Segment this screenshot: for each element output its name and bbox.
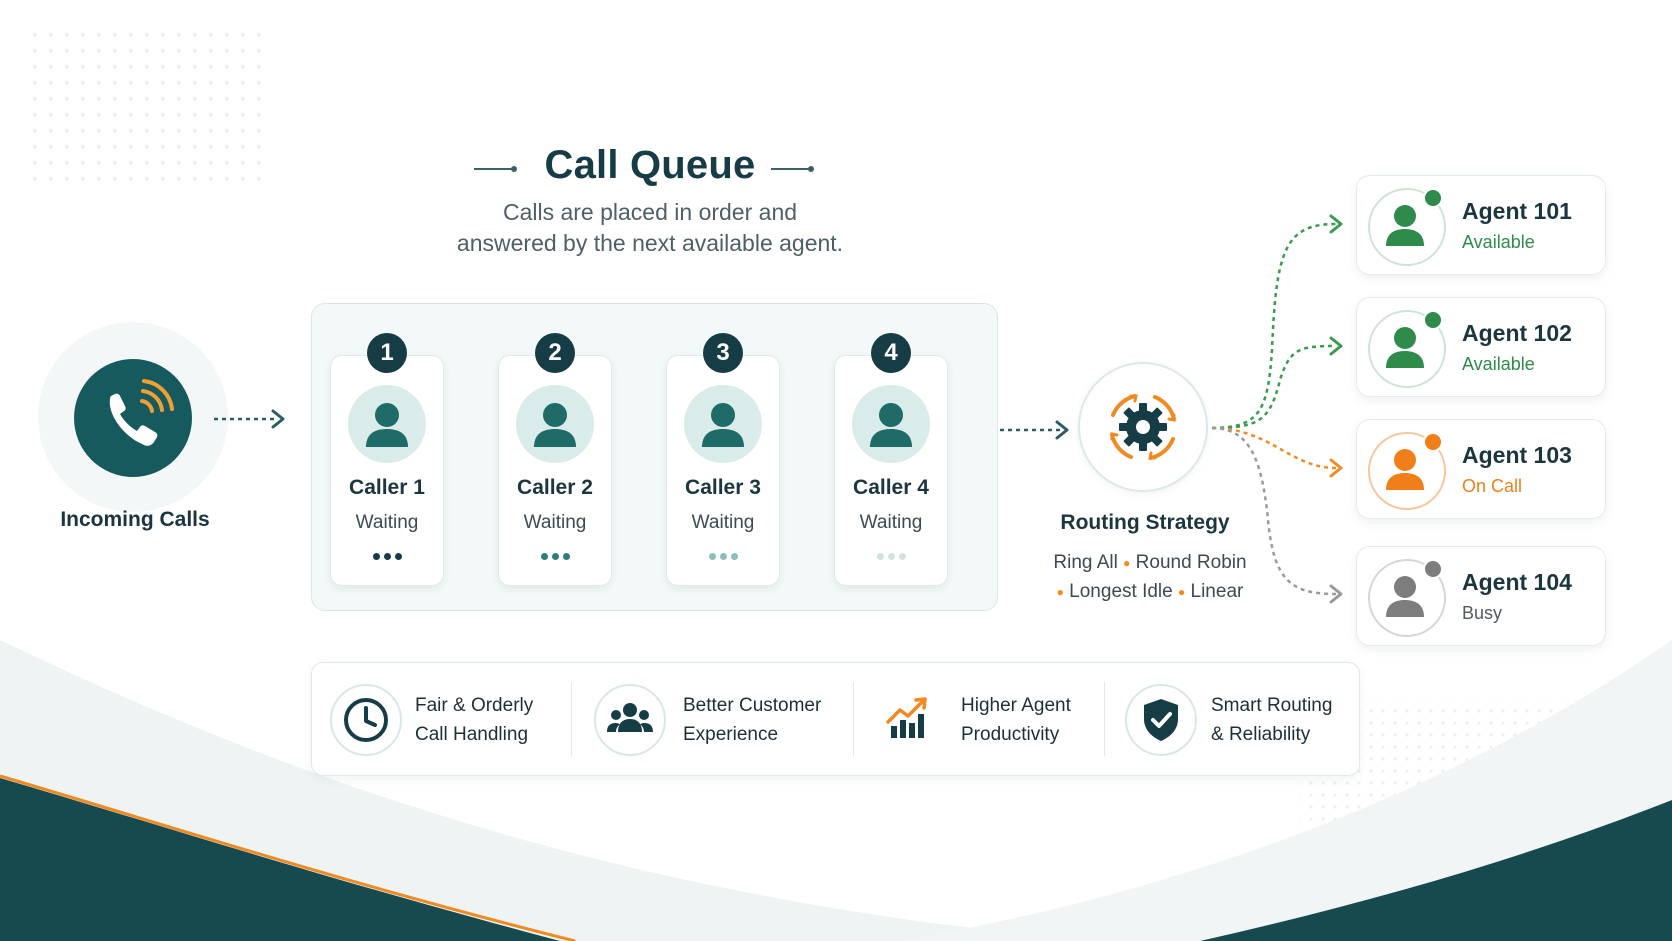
incoming-calls-label: Incoming Calls xyxy=(60,508,210,531)
benefit-line-1: Smart Routing xyxy=(1211,695,1333,716)
agent-name: Agent 103 xyxy=(1462,442,1572,468)
bullet-icon: ● xyxy=(1056,584,1064,599)
page-title: Call Queue xyxy=(544,143,756,187)
status-dot xyxy=(1423,432,1443,452)
caller-name: Caller 2 xyxy=(517,476,593,499)
agent-status: Available xyxy=(1462,354,1535,374)
queue-position-badge: 3 xyxy=(703,333,743,373)
benefit-text: Higher Agent Productivity xyxy=(961,691,1071,749)
status-dot xyxy=(1423,559,1443,579)
benefit-text: Better Customer Experience xyxy=(683,691,821,749)
person-icon xyxy=(702,403,744,447)
agent-status: Busy xyxy=(1462,603,1503,623)
benefit-line-1: Higher Agent xyxy=(961,695,1071,716)
person-icon xyxy=(1386,449,1424,490)
gear-cycle-icon xyxy=(1110,394,1176,460)
caller-status: Waiting xyxy=(691,512,755,533)
benefit-text: Smart Routing & Reliability xyxy=(1211,691,1332,749)
waiting-indicator xyxy=(666,553,780,560)
waiting-indicator xyxy=(834,553,948,560)
caller-name: Caller 4 xyxy=(853,476,929,499)
benefit-icon-wrap xyxy=(1125,684,1197,756)
caller-card[interactable] xyxy=(666,355,780,586)
agent-name: Agent 101 xyxy=(1462,198,1572,224)
benefit-line-1: Better Customer xyxy=(683,695,822,716)
phone-ringing-icon xyxy=(109,379,174,446)
person-icon xyxy=(870,403,912,447)
shield-check-icon xyxy=(1144,699,1178,741)
benefit-divider xyxy=(571,682,572,756)
caller-name: Caller 1 xyxy=(349,476,425,499)
agent-status: Available xyxy=(1462,232,1535,252)
benefit-divider xyxy=(853,682,854,756)
status-dot xyxy=(1423,188,1443,208)
benefit-line-2: Productivity xyxy=(961,724,1060,745)
growth-chart-icon xyxy=(886,697,927,738)
routing-options-row-1: Ring All ● Round Robin xyxy=(990,552,1310,574)
benefit-line-2: Experience xyxy=(683,724,779,745)
benefit-icon-wrap xyxy=(330,684,402,756)
bullet-icon: ● xyxy=(1123,555,1131,570)
routing-strategy-title: Routing Strategy xyxy=(1060,511,1230,534)
person-icon xyxy=(534,403,576,447)
benefit-line-2: Call Handling xyxy=(415,724,529,745)
people-group-icon xyxy=(607,703,653,732)
strategy-option: Longest Idle xyxy=(1069,581,1173,602)
caller-name: Caller 3 xyxy=(685,476,761,499)
queue-position-badge: 1 xyxy=(367,333,407,373)
caller-status: Waiting xyxy=(859,512,923,533)
subtitle-line-2: answered by the next available agent. xyxy=(456,230,844,256)
incoming-calls-button[interactable] xyxy=(74,359,192,477)
bullet-icon: ● xyxy=(1177,584,1186,599)
caller-avatar xyxy=(516,385,594,463)
benefit-line-1: Fair & Orderly xyxy=(415,695,534,716)
agent-name: Agent 104 xyxy=(1462,569,1572,595)
waiting-indicator xyxy=(498,553,612,560)
caller-avatar xyxy=(852,385,930,463)
person-icon xyxy=(1386,205,1424,246)
queue-position-badge: 4 xyxy=(871,333,911,373)
strategy-option: Linear xyxy=(1190,581,1244,602)
person-icon xyxy=(366,403,408,447)
waiting-indicator xyxy=(330,553,444,560)
agent-status: On Call xyxy=(1462,476,1523,496)
benefit-icon-wrap xyxy=(594,684,666,756)
clock-icon xyxy=(344,698,388,742)
agent-name: Agent 102 xyxy=(1462,320,1572,346)
caller-avatar xyxy=(684,385,762,463)
benefit-icon-wrap xyxy=(872,684,944,756)
benefit-text: Fair & Orderly Call Handling xyxy=(415,691,533,749)
routing-options-row-2: ● Longest Idle ● Linear xyxy=(990,581,1310,603)
benefit-line-2: & Reliability xyxy=(1211,724,1311,745)
status-dot xyxy=(1423,310,1443,330)
benefit-divider xyxy=(1104,682,1105,756)
strategy-option: Round Robin xyxy=(1135,552,1247,573)
subtitle-line-1: Calls are placed in order and xyxy=(502,199,798,225)
caller-avatar xyxy=(348,385,426,463)
page-subtitle: Calls are placed in order and answered b… xyxy=(0,197,1300,259)
person-icon xyxy=(1386,576,1424,617)
strategy-option: Ring All xyxy=(1053,552,1118,573)
routing-strategy-node[interactable] xyxy=(1078,362,1208,492)
queue-position-badge: 2 xyxy=(535,333,575,373)
person-icon xyxy=(1386,327,1424,368)
caller-status: Waiting xyxy=(355,512,419,533)
caller-status: Waiting xyxy=(523,512,587,533)
